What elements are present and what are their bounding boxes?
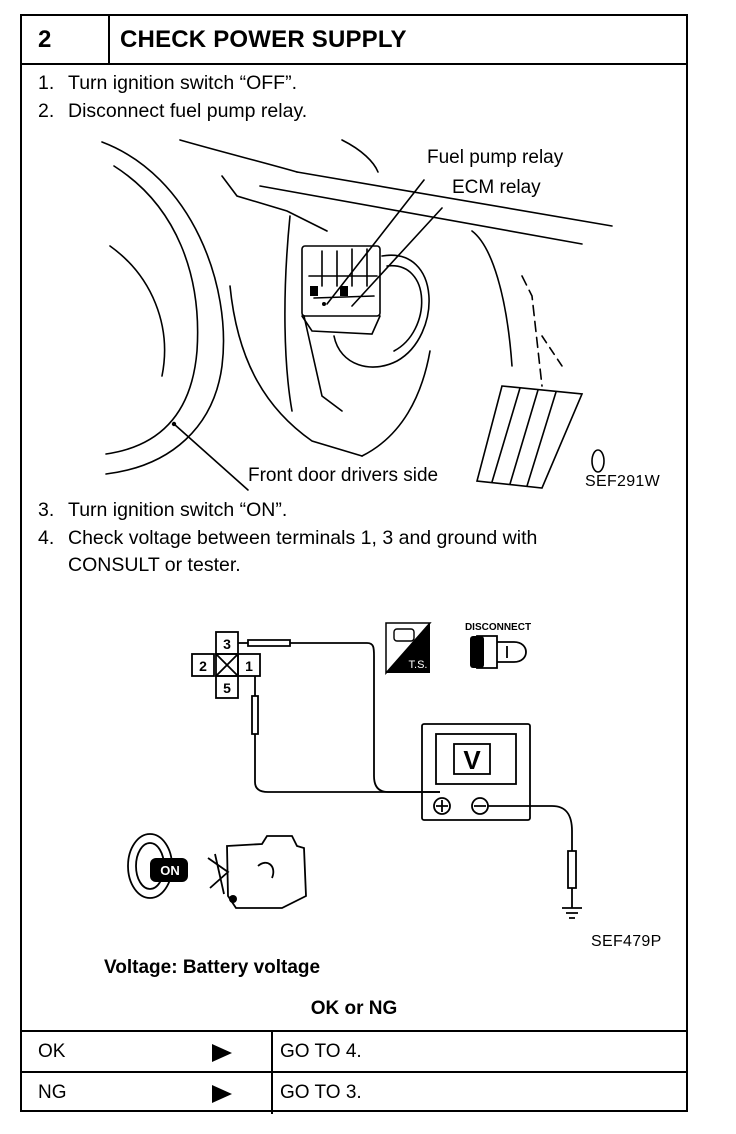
terminal-1: 1 — [245, 658, 253, 674]
arrow-right-icon — [212, 1085, 232, 1103]
instruction-4-continued: CONSULT or tester. — [68, 554, 241, 576]
relay-location-diagram — [101, 139, 613, 491]
result-action: GO TO 3. — [280, 1082, 362, 1103]
instruction-2: 2.Disconnect fuel pump relay. — [38, 100, 308, 122]
step-title: CHECK POWER SUPPLY — [120, 26, 407, 53]
figure1-code: SEF291W — [585, 473, 661, 490]
meter-unit: V — [463, 745, 481, 775]
terminal-2: 2 — [199, 658, 207, 674]
ecm-relay-label: ECM relay — [452, 177, 541, 198]
ts-label: T.S. — [409, 659, 428, 671]
step-header: 2 CHECK POWER SUPPLY — [22, 16, 686, 65]
result-row-ng: NG GO TO 3. — [22, 1071, 686, 1114]
terminal-3: 3 — [223, 636, 231, 652]
voltage-check-diagram: 3 2 1 5 V T.S. DISCONNECT ON — [127, 622, 582, 919]
result-status: NG — [38, 1082, 67, 1103]
voltage-spec: Voltage: Battery voltage — [104, 957, 321, 978]
arrow-right-icon — [212, 1044, 232, 1062]
instruction-1: 1.Turn ignition switch “OFF”. — [38, 72, 297, 94]
step-number: 2 — [22, 16, 110, 63]
result-action: GO TO 4. — [280, 1041, 362, 1062]
instruction-4: 4.Check voltage between terminals 1, 3 a… — [38, 527, 538, 549]
procedure-frame: 2 CHECK POWER SUPPLY 1.Turn ignition swi… — [20, 14, 688, 1114]
figure2-code: SEF479P — [591, 933, 662, 950]
fuel-pump-relay-label: Fuel pump relay — [427, 147, 564, 168]
decision-label: OK or NG — [310, 998, 398, 1019]
instruction-3: 3.Turn ignition switch “ON”. — [38, 499, 288, 521]
ignition-on-label: ON — [160, 863, 180, 878]
result-status: OK — [38, 1041, 66, 1062]
result-row-ok: OK GO TO 4. — [22, 1030, 686, 1073]
disconnect-label: DISCONNECT — [465, 622, 531, 633]
front-door-label: Front door drivers side — [248, 465, 439, 486]
terminal-5: 5 — [223, 680, 231, 696]
